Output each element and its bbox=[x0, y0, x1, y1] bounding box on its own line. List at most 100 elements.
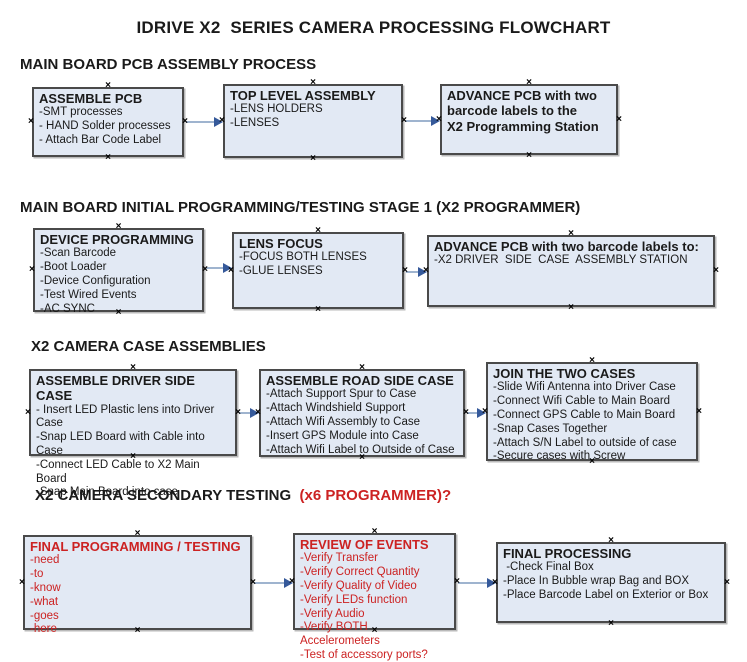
box-item: -Attach Wifi Assembly to Case bbox=[266, 415, 421, 428]
box-item: -Attach S/N Label to outside of case bbox=[493, 436, 677, 449]
connection-handle-icon: × bbox=[315, 225, 321, 236]
box-title: TOP LEVEL ASSEMBLY bbox=[230, 88, 376, 103]
box-item: -Place Barcode Label on Exterior or Box bbox=[503, 588, 709, 601]
flow-arrow bbox=[254, 578, 293, 588]
connection-handle-icon: × bbox=[608, 618, 614, 629]
connection-handle-icon: × bbox=[29, 264, 35, 275]
box-item: - HAND Solder processes bbox=[39, 120, 171, 133]
section-heading-initial-programming: MAIN BOARD INITIAL PROGRAMMING/TESTING S… bbox=[20, 199, 581, 216]
box-item: -Verify Audio bbox=[300, 607, 365, 620]
box-title: FINAL PROGRAMMING / TESTING bbox=[30, 539, 241, 554]
section-heading-secondary-testing: X2 CAMERA SECONDARY TESTING (x6 PROGRAMM… bbox=[35, 487, 451, 504]
box-item: -Boot Loader bbox=[40, 261, 107, 274]
connection-handle-icon: × bbox=[568, 302, 574, 313]
box-item: -here bbox=[30, 623, 57, 636]
box-item: -know bbox=[30, 581, 61, 594]
box-item: -Snap Main Board into case bbox=[36, 486, 178, 499]
connection-handle-icon: × bbox=[568, 228, 574, 239]
box-title: FINAL PROCESSING bbox=[503, 546, 632, 561]
connection-handle-icon: × bbox=[616, 113, 622, 125]
box-item: - Attach Bar Code Label bbox=[39, 133, 162, 146]
box-item: -LENSES bbox=[230, 117, 280, 130]
box-item: -GLUE LENSES bbox=[239, 265, 323, 278]
box-item: -goes bbox=[30, 609, 59, 622]
box-item: -Verify BOTH Accelerometers bbox=[300, 621, 380, 648]
flow-box-lens-focus: × × × × LENS FOCUS -FOCUS BOTH LENSES -G… bbox=[228, 226, 408, 315]
box-title: ASSEMBLE ROAD SIDE CASE bbox=[266, 373, 454, 388]
connection-handle-icon: × bbox=[115, 221, 122, 232]
box-title: ASSEMBLE PCB bbox=[39, 91, 143, 106]
connection-handle-icon: × bbox=[724, 576, 730, 588]
box-item: -need bbox=[30, 554, 60, 567]
connection-handle-icon: × bbox=[526, 77, 532, 88]
box-item: -Verify Quality of Video bbox=[300, 579, 417, 592]
connection-handle-icon: × bbox=[105, 152, 111, 163]
flow-arrow bbox=[405, 116, 440, 126]
box-item: -Test Wired Events bbox=[40, 288, 137, 301]
connection-handle-icon: × bbox=[589, 355, 595, 366]
flow-box-advance-pcb-driver-side-station: × × × × ADVANCE PCB with two barcode lab… bbox=[423, 229, 719, 313]
flow-box-assemble-pcb: × × × × ASSEMBLE PCB -SMT processes - HA… bbox=[28, 81, 188, 163]
box-item: -AC SYNC bbox=[40, 302, 95, 315]
flow-box-join-the-two-cases: × × × × JOIN THE TWO CASES -Slide Wifi A… bbox=[482, 356, 702, 467]
section-heading-main-board-pcb: MAIN BOARD PCB ASSEMBLY PROCESS bbox=[20, 56, 317, 73]
box-item: -Place In Bubble wrap Bag and BOX bbox=[503, 575, 690, 588]
box-item: -SMT processes bbox=[39, 106, 123, 119]
section-heading-case-assemblies: X2 CAMERA CASE ASSEMBLIES bbox=[31, 338, 266, 355]
flow-box-top-level-assembly: × × × × TOP LEVEL ASSEMBLY -LENS HOLDERS… bbox=[219, 78, 407, 164]
box-item: -Verify LEDs function bbox=[300, 593, 408, 606]
box-title: ADVANCE PCB with two barcode labels to: bbox=[434, 239, 699, 254]
box-item: -LENS HOLDERS bbox=[230, 103, 323, 116]
box-item: -Verify Correct Quantity bbox=[300, 566, 420, 579]
connection-handle-icon: × bbox=[696, 405, 702, 417]
connection-handle-icon: × bbox=[315, 304, 321, 315]
box-title: REVIEW OF EVENTS bbox=[300, 537, 429, 552]
box-item: -Snap LED Board with Cable into Case bbox=[36, 431, 208, 458]
connection-handle-icon: × bbox=[130, 362, 136, 373]
flow-box-assemble-road-side-case: × × × × ASSEMBLE ROAD SIDE CASE -Attach … bbox=[255, 363, 469, 463]
section-heading-red-part: (x6 PROGRAMMER)? bbox=[295, 487, 452, 504]
box-item: -to bbox=[30, 568, 44, 581]
connection-handle-icon: × bbox=[25, 406, 31, 418]
box-item: -Connect Wifi Cable to Main Board bbox=[493, 395, 671, 408]
flow-arrow bbox=[186, 117, 223, 127]
flow-box-review-of-events: × × × × REVIEW OF EVENTS -Verify Transfe… bbox=[289, 527, 460, 661]
box-item: -Verify Transfer bbox=[300, 552, 378, 565]
flow-arrow bbox=[458, 578, 496, 588]
box-item: -Secure cases with Screw bbox=[493, 450, 626, 463]
section-heading-black-part: X2 CAMERA SECONDARY TESTING bbox=[35, 487, 296, 504]
box-item: -Attach Support Spur to Case bbox=[266, 388, 417, 401]
box-item: -Snap Cases Together bbox=[493, 422, 608, 435]
box-title: DEVICE PROGRAMMING bbox=[40, 232, 194, 247]
box-item: - Insert LED Plastic lens into Driver Ca… bbox=[36, 403, 218, 430]
connection-handle-icon: × bbox=[713, 265, 719, 276]
flow-box-advance-pcb-programming-station: × × × × ADVANCE PCB with two barcode lab… bbox=[436, 78, 622, 161]
box-item: -what bbox=[30, 595, 59, 608]
box-item: -FOCUS BOTH LENSES bbox=[239, 251, 367, 264]
connection-handle-icon: × bbox=[526, 150, 532, 161]
connection-handle-icon: × bbox=[19, 576, 25, 588]
box-title: JOIN THE TWO CASES bbox=[493, 366, 636, 381]
flow-arrow bbox=[239, 408, 259, 418]
box-item: -Insert GPS Module into Case bbox=[266, 429, 419, 442]
box-item: -Test of accessory ports? bbox=[300, 648, 428, 661]
connection-handle-icon: × bbox=[134, 528, 141, 539]
box-item: -X2 DRIVER SIDE CASE ASSEMBLY STATION bbox=[434, 254, 688, 267]
connection-handle-icon: × bbox=[310, 77, 316, 88]
connection-handle-icon: × bbox=[28, 116, 34, 127]
box-title: ASSEMBLE DRIVER SIDE CASE bbox=[36, 373, 195, 404]
box-item: -Device Configuration bbox=[40, 274, 151, 287]
box-title: LENS FOCUS bbox=[239, 236, 323, 251]
flow-box-final-programming-testing: × × × × FINAL PROGRAMMING / TESTING -nee… bbox=[19, 529, 256, 636]
connection-handle-icon: × bbox=[105, 80, 111, 91]
box-item: -Connect GPS Cable to Main Board bbox=[493, 408, 676, 421]
flow-arrow bbox=[206, 263, 232, 273]
box-item: -Connect LED Cable to X2 Main Board bbox=[36, 458, 203, 485]
flow-box-final-processing: × × × × FINAL PROCESSING -Check Final Bo… bbox=[492, 536, 730, 629]
box-item: -Scan Barcode bbox=[40, 247, 117, 260]
box-item: -Attach Wifi Label to Outside of Case bbox=[266, 443, 455, 456]
flow-arrow bbox=[467, 408, 486, 418]
connection-handle-icon: × bbox=[359, 362, 365, 373]
flow-box-assemble-driver-side-case: × × × × ASSEMBLE DRIVER SIDE CASE - Inse… bbox=[25, 363, 241, 499]
